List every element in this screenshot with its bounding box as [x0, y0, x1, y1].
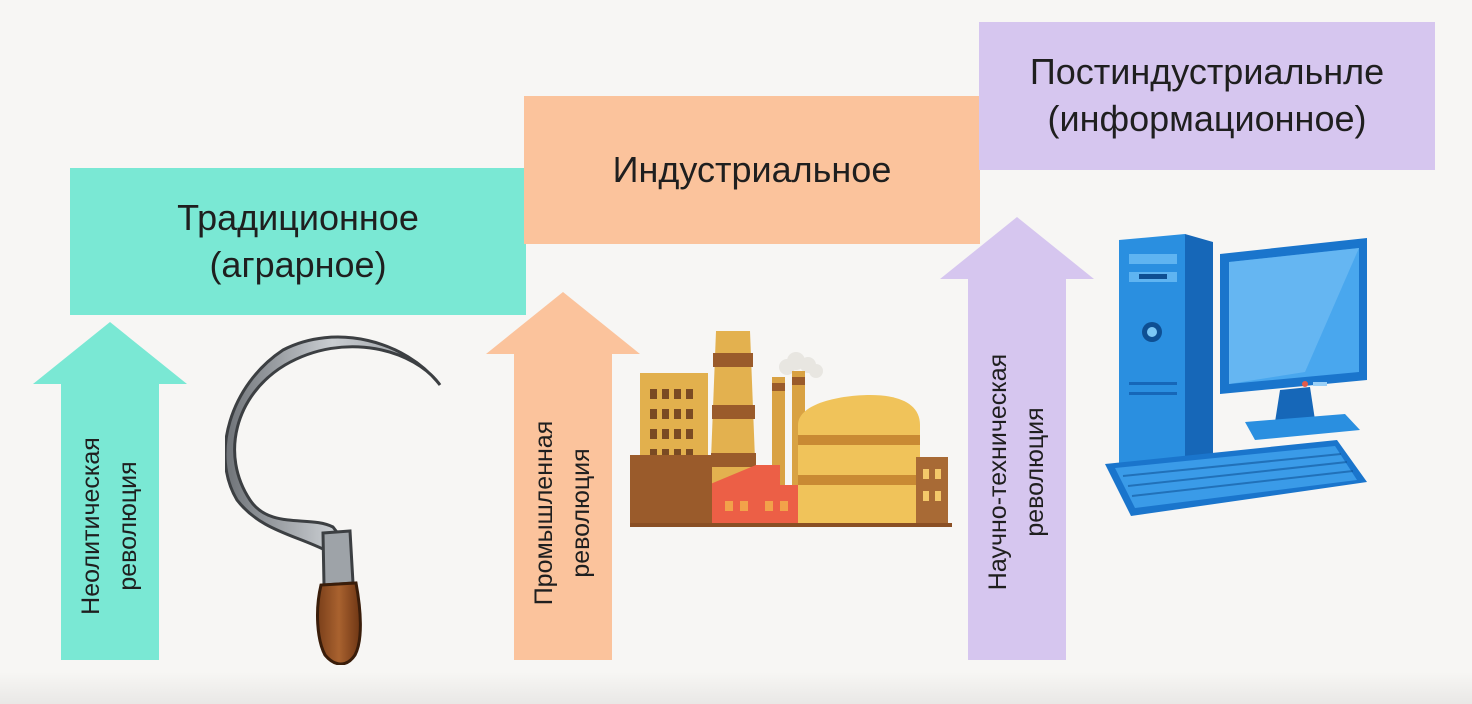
- factory-icon: [630, 325, 952, 530]
- stage-industrial-title: Индустриальное: [612, 148, 892, 190]
- stage-industrial-box: Индустриальное: [524, 96, 980, 244]
- stage-traditional-subtitle: (аграрное): [209, 243, 387, 285]
- neolithic-revolution-arrow: Неолитическая революция: [33, 322, 187, 660]
- sickle-icon: [223, 335, 450, 666]
- arrow-up-icon: [33, 322, 187, 660]
- neolithic-revolution-line2: революция: [114, 461, 142, 591]
- stage-traditional-title: Традиционное: [177, 196, 419, 238]
- neolithic-revolution-line1: Неолитическая: [76, 437, 105, 615]
- stage-postindustrial-title: Постиндустриальнле: [1029, 51, 1385, 93]
- scientific-revolution-line1: Научно-техническая: [983, 353, 1012, 591]
- scientific-technical-revolution-arrow: Научно-техническая революция: [940, 217, 1094, 660]
- industrial-revolution-arrow: Промышленная революция: [486, 292, 640, 660]
- arrow-up-icon: [486, 292, 640, 660]
- industrial-revolution-line2: революция: [567, 448, 595, 578]
- scientific-revolution-line2: революция: [1021, 407, 1049, 537]
- stage-postindustrial-box: Постиндустриальнле (информационное): [979, 22, 1435, 170]
- arrow-up-icon: [940, 217, 1094, 660]
- bottom-shadow: [0, 672, 1472, 704]
- industrial-revolution-line1: Промышленная: [529, 420, 558, 606]
- stage-traditional-box: Традиционное (аграрное): [70, 168, 526, 315]
- computer-icon: [1105, 232, 1370, 522]
- stage-postindustrial-subtitle: (информационное): [1047, 98, 1367, 139]
